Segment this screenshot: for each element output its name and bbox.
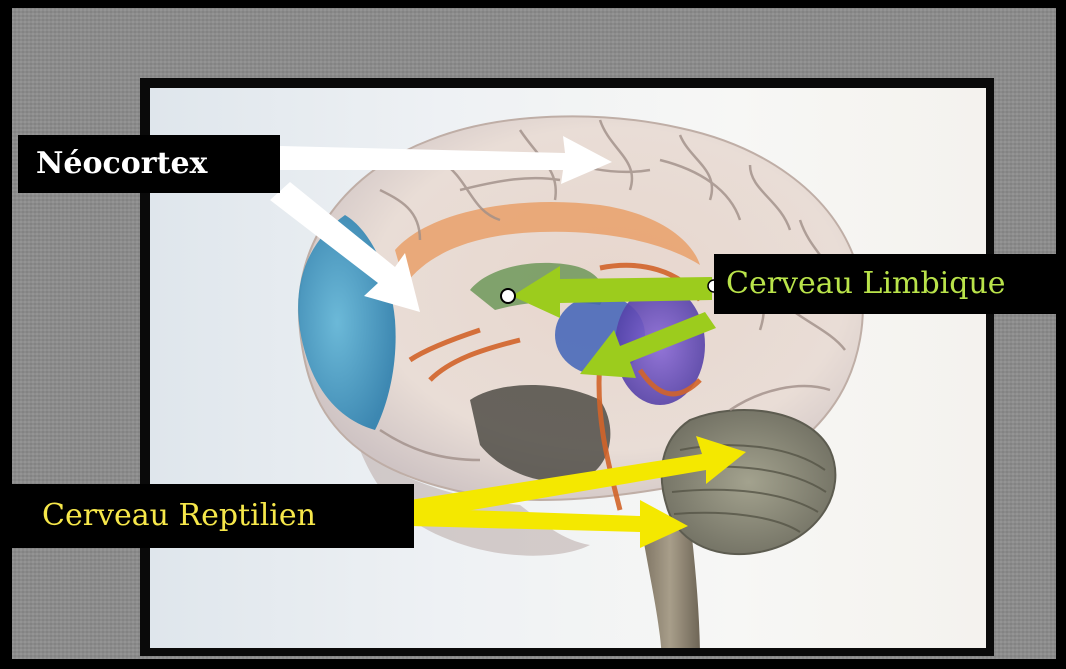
label-cerveau-reptilien-text: Cerveau Reptilien [42,498,316,533]
label-cerveau-reptilien: Cerveau Reptilien [6,484,414,548]
label-cerveau-limbique-text: Cerveau Limbique [726,266,1006,301]
limbique-pointer-dot [501,289,515,303]
label-neocortex: Néocortex [18,135,280,193]
label-neocortex-text: Néocortex [36,146,207,181]
label-cerveau-limbique: Cerveau Limbique [714,254,1066,314]
